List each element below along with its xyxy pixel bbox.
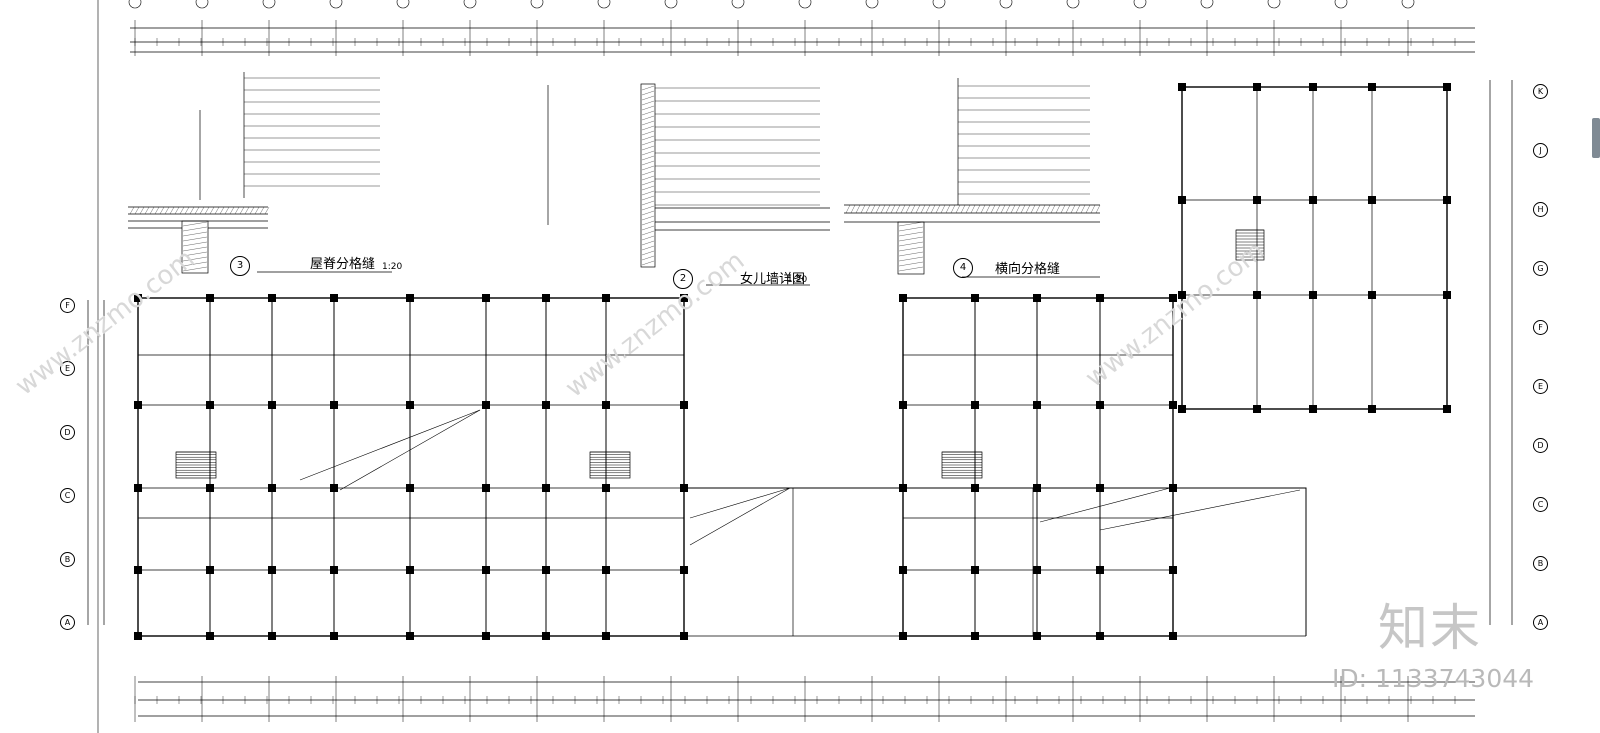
axis-bubble: B (1533, 556, 1548, 571)
detail-4-number: 4 (953, 258, 973, 278)
axis-bubble: D (1533, 438, 1548, 453)
axis-bubble: E (60, 361, 75, 377)
scrollbar-thumb[interactable] (1592, 118, 1600, 158)
axis-bubble: E (1533, 379, 1548, 394)
detail-2-number: 2 (673, 269, 693, 289)
axis-bubble: K (1533, 84, 1548, 99)
axis-bubble: G (1533, 261, 1548, 276)
axis-bubble: A (60, 615, 75, 630)
watermark-id: ID: 1133743044 (1332, 664, 1535, 693)
watermark-logo: 知末 (1378, 599, 1482, 657)
axis-bubble: A (1533, 615, 1548, 630)
detail-4-title: 横向分格缝 (995, 262, 1061, 277)
detail-3-number: 3 (230, 256, 250, 276)
detail-2-scale: 1:20 (787, 275, 808, 285)
axis-bubble: C (1533, 497, 1548, 512)
axis-bubble: H (1533, 202, 1548, 217)
axis-bubble: C (60, 488, 75, 504)
detail-3-title: 屋脊分格缝 (310, 257, 376, 272)
axis-bubble: D (60, 424, 75, 440)
axis-bubble: B (60, 551, 75, 567)
detail-2-title: 女儿墙详图 (740, 272, 806, 287)
axis-bubble: F (60, 298, 75, 313)
axis-bubble: F (1533, 320, 1548, 335)
axis-bubble: J (1533, 143, 1548, 158)
detail-3-scale: 1:20 (382, 262, 403, 272)
